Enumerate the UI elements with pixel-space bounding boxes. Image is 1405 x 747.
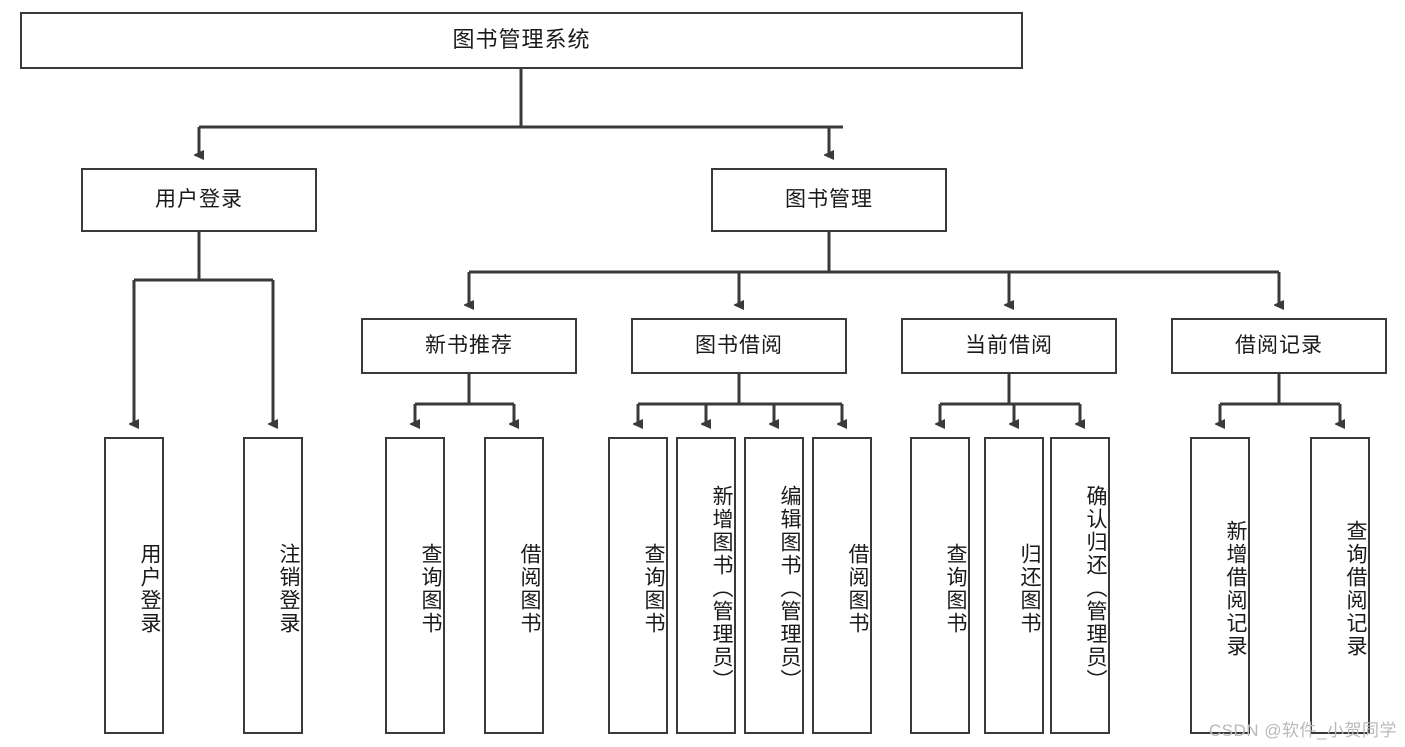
node-book-borrow[interactable]: 图书借阅 [631, 318, 847, 374]
node-leaf-user-login[interactable]: 用户登录 [104, 437, 164, 734]
node-leaf-add-borrow-record[interactable]: 新增借阅记录 [1190, 437, 1250, 734]
node-leaf-query-borrow-record[interactable]: 查询借阅记录 [1310, 437, 1370, 734]
node-borrow-record[interactable]: 借阅记录 [1171, 318, 1387, 374]
node-root-system[interactable]: 图书管理系统 [20, 12, 1023, 69]
node-leaf-edit-book-admin[interactable]: 编辑图书（管理员） [744, 437, 804, 734]
node-leaf-query-book-current[interactable]: 查询图书 [910, 437, 970, 734]
node-leaf-borrow-book-recommend[interactable]: 借阅图书 [484, 437, 544, 734]
node-book-management[interactable]: 图书管理 [711, 168, 947, 232]
node-leaf-query-book-recommend[interactable]: 查询图书 [385, 437, 445, 734]
node-new-book-recommend[interactable]: 新书推荐 [361, 318, 577, 374]
node-leaf-return-book[interactable]: 归还图书 [984, 437, 1044, 734]
node-user-login[interactable]: 用户登录 [81, 168, 317, 232]
node-leaf-borrow-book[interactable]: 借阅图书 [812, 437, 872, 734]
watermark-text: CSDN @软件_小贺同学 [1208, 721, 1397, 740]
node-leaf-add-book-admin[interactable]: 新增图书（管理员） [676, 437, 736, 734]
node-leaf-confirm-return-admin[interactable]: 确认归还（管理员） [1050, 437, 1110, 734]
node-leaf-query-book-borrow[interactable]: 查询图书 [608, 437, 668, 734]
node-current-borrow[interactable]: 当前借阅 [901, 318, 1117, 374]
node-leaf-user-logout[interactable]: 注销登录 [243, 437, 303, 734]
